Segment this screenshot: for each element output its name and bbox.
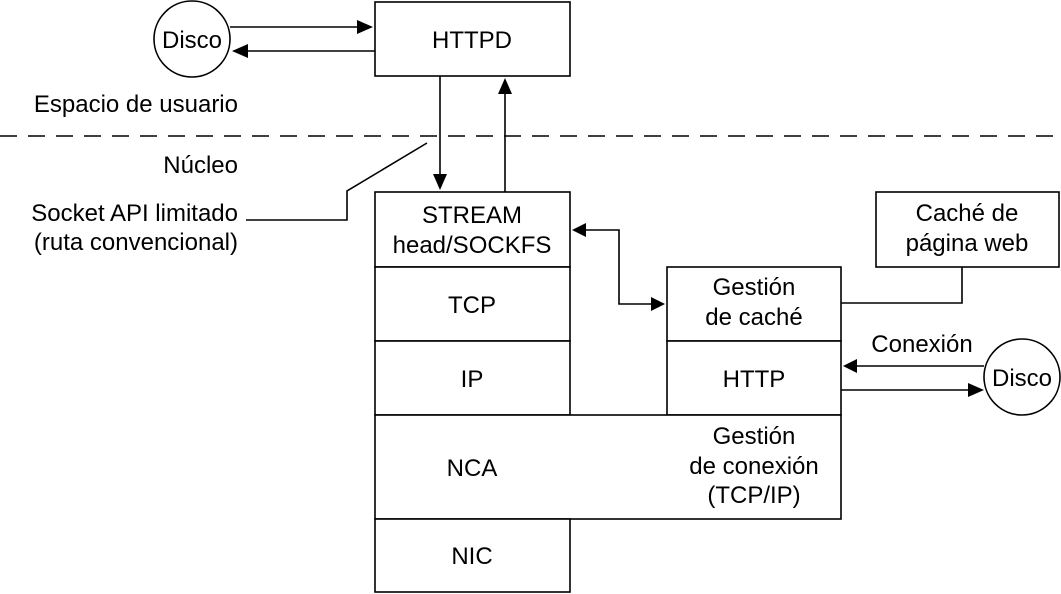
http-box [666,340,842,416]
user-space-label: Espacio de usuario [34,91,238,118]
http-label: HTTP [723,366,786,393]
ip-label: IP [461,366,484,393]
cache-management-label-line2: de caché [705,304,802,331]
nca-box [374,414,842,520]
httpd-box [374,1,571,77]
web-page-cache-label-line2: página web [906,230,1029,257]
disk-httpd-arrows [230,20,375,58]
connection-management-label-line1: Gestión [713,423,796,450]
http-disk-arrows [841,359,984,397]
disk-right-label: Disco [992,365,1052,392]
socket-api-label-line1: Socket API limitado [31,200,238,227]
socket-api-label-line2: (ruta convencional) [34,229,238,256]
nic-label: NIC [451,543,492,570]
stream-head-box [374,191,571,268]
nic-box [374,518,571,593]
tcp-label: TCP [448,292,496,319]
connection-management-label-line2: de conexión [689,453,818,480]
connection-label: Conexión [871,331,972,358]
web-cache-connector [841,267,963,304]
disk-left-label: Disco [162,27,222,54]
stream-cache-arrow [572,223,665,311]
connection-management-label-line3: (TCP/IP) [707,482,800,509]
stream-head-label-line2: head/SOCKFS [393,232,552,259]
cache-management-label-line1: Gestión [713,274,796,301]
disk-right [983,338,1061,416]
disk-left [153,0,231,78]
web-page-cache-box [875,191,1060,268]
httpd-label: HTTPD [432,27,512,54]
web-page-cache-label-line1: Caché de [916,200,1019,227]
ip-box [374,340,571,416]
nca-label: NCA [447,455,498,482]
httpd-stream-arrows [433,76,512,192]
socket-api-leader-line [246,142,428,221]
stream-head-label-line1: STREAM [422,202,522,229]
kernel-label: Núcleo [163,152,238,179]
